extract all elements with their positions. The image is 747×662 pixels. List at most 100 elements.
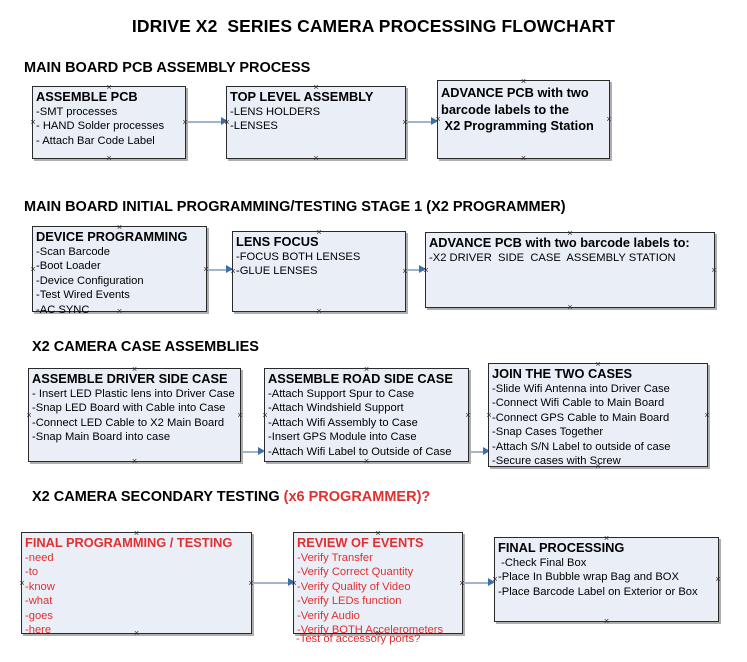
- resize-handle-right[interactable]: [710, 266, 719, 275]
- resize-handle-left[interactable]: [491, 575, 500, 584]
- node-body: ASSEMBLE ROAD SIDE CASE -Attach Support …: [268, 371, 466, 459]
- node-line: -LENSES: [230, 120, 278, 133]
- node-lens-focus[interactable]: LENS FOCUS -FOCUS BOTH LENSES -GLUE LENS…: [232, 231, 406, 312]
- node-heading: ASSEMBLE ROAD SIDE CASE: [268, 371, 453, 386]
- node-line: -X2 DRIVER SIDE CASE ASSEMBLY STATION: [429, 251, 676, 264]
- node-line: -Boot Loader: [36, 260, 101, 273]
- resize-handle-left[interactable]: [422, 266, 431, 275]
- resize-handle-bottom[interactable]: [115, 307, 124, 316]
- node-advance-pcb-x2-programming-station[interactable]: ADVANCE PCB with two barcode labels to t…: [437, 80, 610, 159]
- resize-handle-left[interactable]: [229, 267, 238, 276]
- resize-handle-right[interactable]: [714, 575, 723, 584]
- node-heading: JOIN THE TWO CASES: [492, 366, 633, 381]
- node-final-programming-testing[interactable]: FINAL PROGRAMMING / TESTING -need -to -k…: [18, 529, 252, 636]
- node-line: -need: [25, 551, 54, 564]
- resize-handle-top[interactable]: [519, 77, 528, 86]
- resize-handle-top[interactable]: [132, 529, 141, 538]
- node-line: - HAND Solder processes: [36, 120, 165, 133]
- node-line: -FOCUS BOTH LENSES: [236, 250, 361, 263]
- resize-handle-top[interactable]: [130, 365, 139, 374]
- node-line: -Attach S/N Label to outside of case: [492, 440, 671, 453]
- node-device-programming[interactable]: DEVICE PROGRAMMING -Scan Barcode -Boot L…: [29, 223, 207, 316]
- resize-handle-bottom[interactable]: [132, 629, 141, 638]
- resize-handle-left[interactable]: [290, 579, 299, 588]
- node-body: ASSEMBLE PCB -SMT processes - HAND Solde…: [36, 89, 183, 148]
- section-title-main-board-initial-programming: MAIN BOARD INITIAL PROGRAMMING/TESTING S…: [24, 199, 566, 215]
- node-heading: TOP LEVEL ASSEMBLY: [230, 89, 374, 104]
- resize-handle-left[interactable]: [18, 579, 27, 588]
- resize-handle-left[interactable]: [223, 118, 232, 127]
- resize-handle-bottom[interactable]: [594, 462, 603, 471]
- resize-handle-left[interactable]: [485, 411, 494, 420]
- connector-lens-focus-to-advance-pcb: [408, 269, 424, 271]
- resize-handle-bottom[interactable]: [602, 617, 611, 626]
- node-line: -Slide Wifi Antenna into Driver Case: [492, 382, 670, 395]
- connector-device-programming-to-lens-focus: [209, 269, 231, 271]
- resize-handle-left[interactable]: [25, 411, 34, 420]
- node-body: JOIN THE TWO CASES -Slide Wifi Antenna i…: [492, 366, 705, 469]
- connector-final-programming-to-review-of-events: [254, 582, 293, 584]
- section-title-text: MAIN BOARD INITIAL PROGRAMMING/TESTING S…: [24, 199, 566, 215]
- resize-handle-left[interactable]: [29, 265, 38, 274]
- resize-handle-right[interactable]: [464, 411, 473, 420]
- node-advance-pcb-driver-side-case[interactable]: ADVANCE PCB with two barcode labels to: …: [425, 232, 715, 308]
- node-heading: ADVANCE PCB with two barcode labels to t…: [441, 85, 594, 133]
- node-final-processing[interactable]: FINAL PROCESSING -Check Final Box -Place…: [494, 537, 719, 622]
- resize-handle-bottom[interactable]: [130, 457, 139, 466]
- node-line: -Verify Audio: [297, 609, 360, 622]
- resize-handle-top[interactable]: [115, 223, 124, 232]
- node-assemble-pcb[interactable]: ASSEMBLE PCB -SMT processes - HAND Solde…: [32, 86, 186, 159]
- section-title-text: X2 CAMERA CASE ASSEMBLIES: [32, 339, 259, 355]
- node-line: -Test Wired Events: [36, 289, 130, 302]
- resize-handle-right[interactable]: [236, 411, 245, 420]
- connector-top-level-assembly-to-advance-pcb: [408, 121, 436, 123]
- resize-handle-bottom[interactable]: [315, 307, 324, 316]
- resize-handle-top[interactable]: [602, 534, 611, 543]
- resize-handle-right[interactable]: [703, 411, 712, 420]
- node-review-of-events[interactable]: REVIEW OF EVENTS -Verify Transfer -Verif…: [290, 529, 463, 636]
- resize-handle-bottom[interactable]: [362, 457, 371, 466]
- section-title-text: X2 CAMERA SECONDARY TESTING: [32, 489, 284, 505]
- resize-handle-bottom[interactable]: [519, 154, 528, 163]
- node-line: -Place In Bubble wrap Bag and BOX: [498, 571, 679, 584]
- resize-handle-bottom[interactable]: [566, 303, 575, 312]
- node-assemble-driver-side-case[interactable]: ASSEMBLE DRIVER SIDE CASE - Insert LED P…: [28, 368, 241, 462]
- node-line: -Attach Support Spur to Case: [268, 387, 415, 400]
- node-heading: LENS FOCUS: [236, 234, 319, 249]
- node-line: - Attach Bar Code Label: [36, 134, 155, 147]
- resize-handle-bottom[interactable]: [312, 154, 321, 163]
- node-top-level-assembly[interactable]: TOP LEVEL ASSEMBLY -LENS HOLDERS -LENSES: [226, 86, 406, 159]
- connector-review-of-events-to-final-processing: [465, 582, 493, 584]
- node-body: ADVANCE PCB with two barcode labels to: …: [429, 235, 712, 265]
- node-line: -know: [25, 580, 55, 593]
- node-line: -Attach Wifi Label to Outside of Case: [268, 445, 452, 458]
- node-heading: ADVANCE PCB with two barcode labels to:: [429, 235, 690, 250]
- resize-handle-top[interactable]: [566, 229, 575, 238]
- resize-handle-top[interactable]: [105, 83, 114, 92]
- node-heading: FINAL PROCESSING: [498, 540, 625, 555]
- resize-handle-top[interactable]: [312, 83, 321, 92]
- resize-handle-bottom[interactable]: [105, 154, 114, 163]
- node-body: FINAL PROGRAMMING / TESTING -need -to -k…: [25, 535, 249, 638]
- connector-assemble-pcb-to-top-level-assembly: [188, 121, 226, 123]
- node-join-the-two-cases[interactable]: JOIN THE TWO CASES -Slide Wifi Antenna i…: [488, 363, 708, 467]
- resize-handle-right[interactable]: [605, 115, 614, 124]
- node-body: ASSEMBLE DRIVER SIDE CASE - Insert LED P…: [32, 371, 238, 445]
- resize-handle-top[interactable]: [374, 529, 383, 538]
- node-line: -Verify Quality of Video: [297, 580, 411, 593]
- connector-driver-case-to-road-case: [243, 451, 263, 453]
- resize-handle-left[interactable]: [29, 118, 38, 127]
- node-body: FINAL PROCESSING -Check Final Box -Place…: [498, 540, 716, 599]
- resize-handle-left[interactable]: [434, 115, 443, 124]
- node-assemble-road-side-case[interactable]: ASSEMBLE ROAD SIDE CASE -Attach Support …: [264, 368, 469, 462]
- connector-road-case-to-join-cases: [471, 451, 487, 453]
- node-heading: FINAL PROGRAMMING / TESTING: [25, 535, 233, 550]
- node-line: -Insert GPS Module into Case: [268, 431, 417, 444]
- resize-handle-top[interactable]: [315, 228, 324, 237]
- resize-handle-top[interactable]: [594, 360, 603, 369]
- node-heading: DEVICE PROGRAMMING: [36, 229, 188, 244]
- resize-handle-left[interactable]: [261, 411, 270, 420]
- node-line: -Connect Wifi Cable to Main Board: [492, 397, 665, 410]
- resize-handle-top[interactable]: [362, 365, 371, 374]
